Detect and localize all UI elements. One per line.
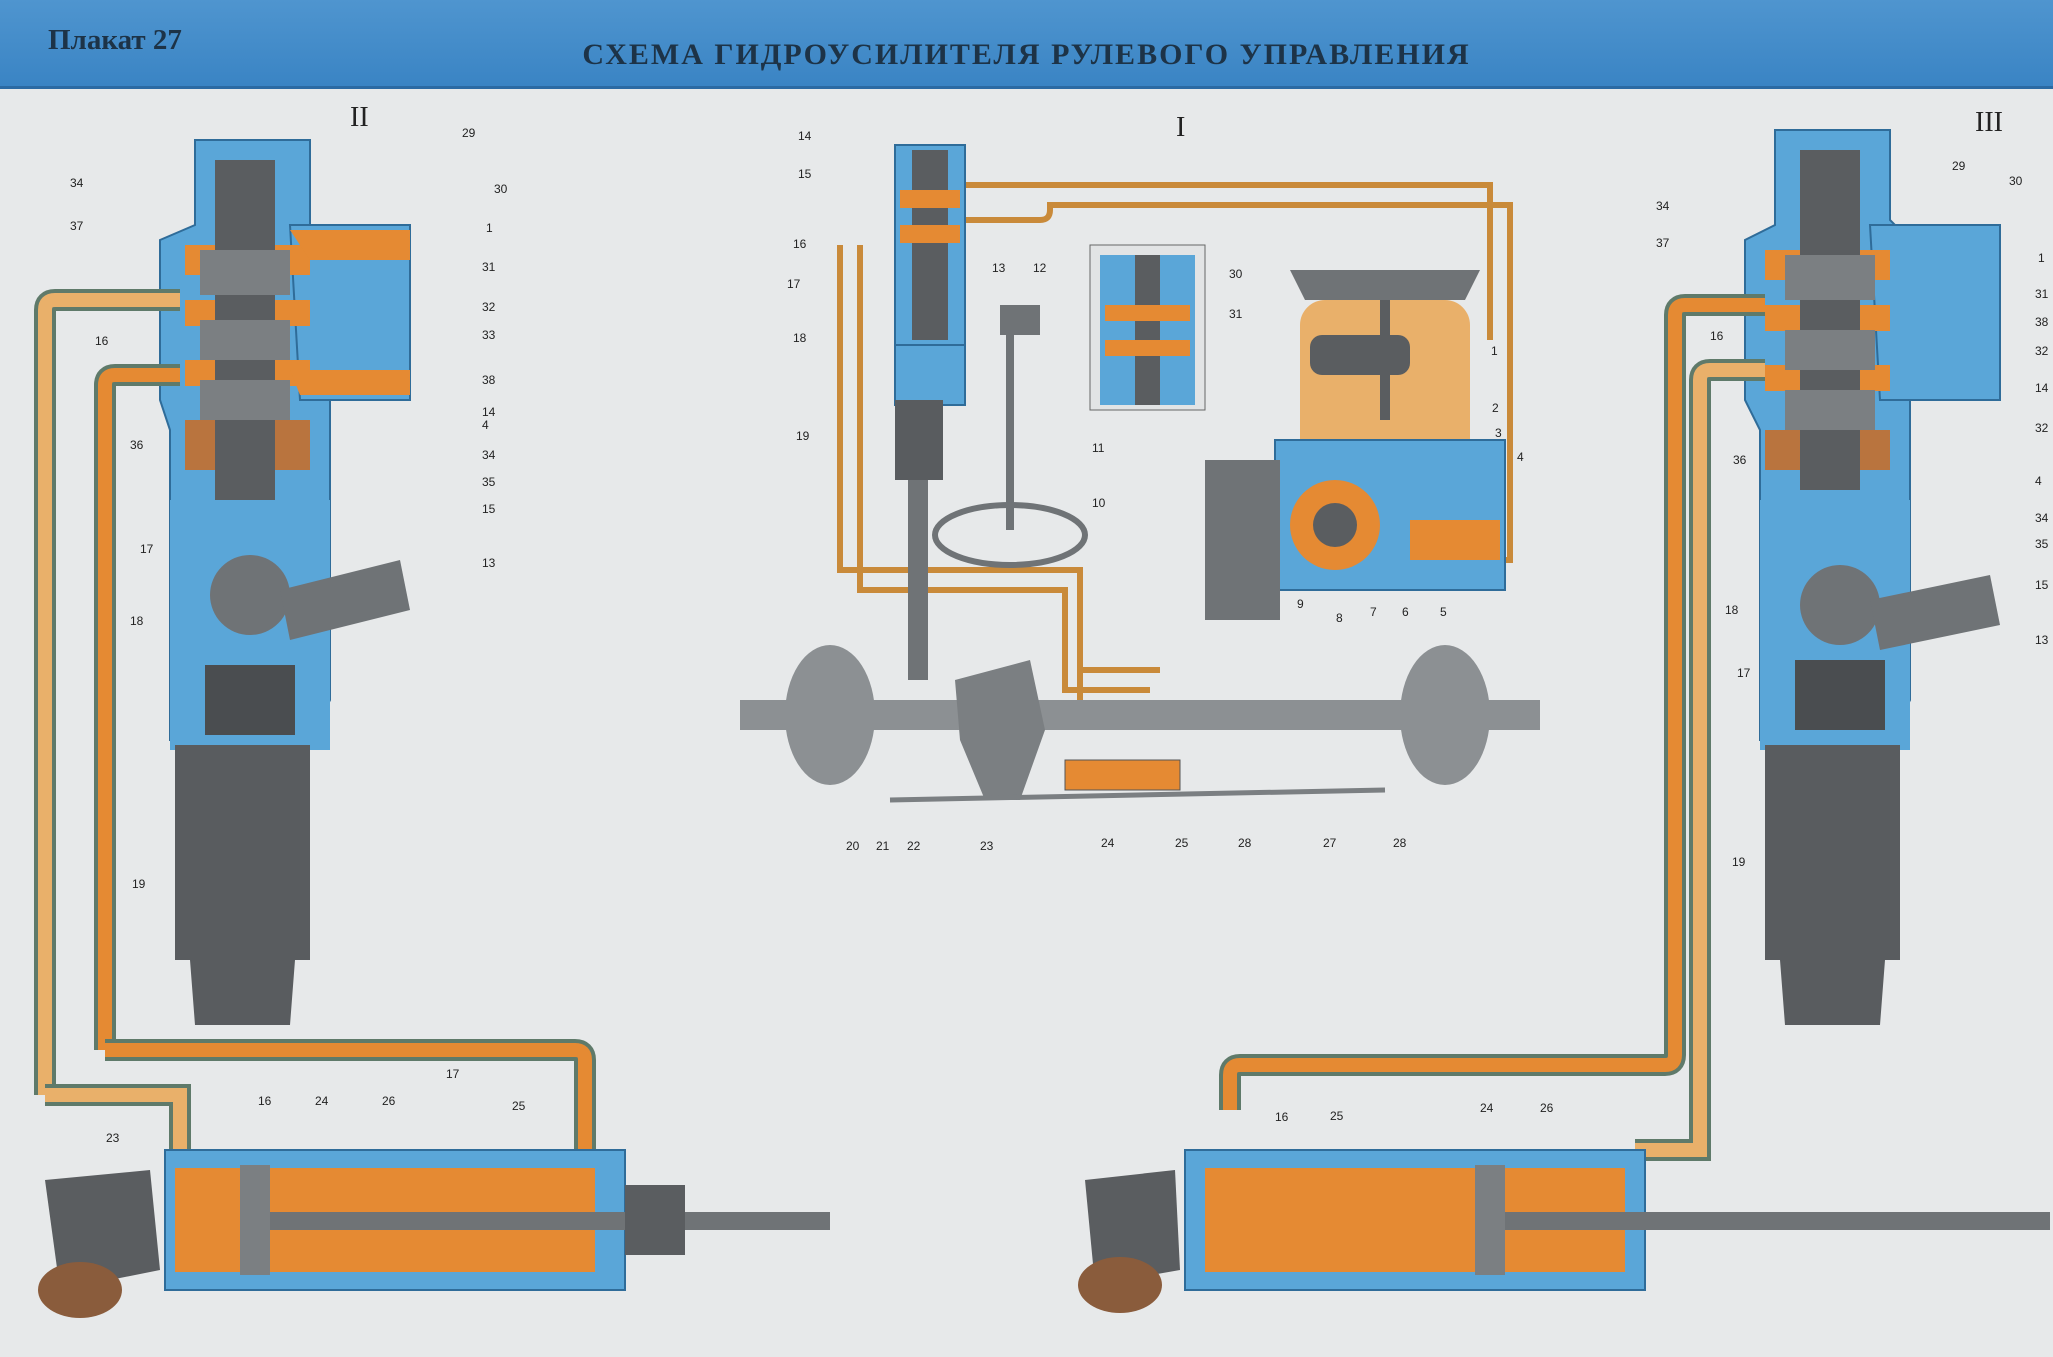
callout-center-4: 4 [1517, 450, 1524, 464]
callout-center-13: 13 [992, 261, 1006, 275]
callout-right-24: 24 [1480, 1101, 1494, 1115]
callout-center-6: 6 [1402, 605, 1409, 619]
center-pump-reservoir [1205, 270, 1506, 620]
center-steering-column [894, 144, 1088, 680]
callout-center-9: 9 [1297, 597, 1304, 611]
section-label-left: II [350, 102, 369, 133]
callout-left-32: 32 [482, 300, 496, 314]
callout-right-1: 1 [2038, 251, 2045, 265]
callout-right-16: 16 [1710, 329, 1724, 343]
callout-right-32: 32 [2035, 344, 2049, 358]
callout-right-31: 31 [2035, 287, 2049, 301]
callout-left-33: 33 [482, 328, 496, 342]
callout-center-18: 18 [793, 331, 807, 345]
callout-right-14: 14 [2035, 381, 2049, 395]
callout-center-24: 24 [1101, 836, 1115, 850]
right-steering-valve-assembly [1744, 129, 2001, 1025]
callout-right-38: 38 [2035, 315, 2049, 329]
poster-number: Плакат 27 [48, 24, 182, 56]
callout-left-19: 19 [132, 877, 146, 891]
callout-left-16: 16 [258, 1094, 272, 1108]
callout-right-29: 29 [1952, 159, 1966, 173]
callout-center-23: 23 [980, 839, 994, 853]
callout-right-13: 13 [2035, 633, 2049, 647]
callout-right-26: 26 [1540, 1101, 1554, 1115]
callout-center-31: 31 [1229, 307, 1243, 321]
callout-center-11: 11 [1092, 441, 1105, 455]
callout-center-8: 8 [1336, 611, 1343, 625]
callout-center-22: 22 [907, 839, 921, 853]
callout-left-25: 25 [512, 1099, 526, 1113]
callout-left-35: 35 [482, 475, 496, 489]
callout-center-17: 17 [787, 277, 801, 291]
callout-left-30: 30 [494, 182, 508, 196]
title-banner [0, 0, 2053, 89]
callout-left-16: 16 [95, 334, 109, 348]
callout-right-34: 34 [2035, 511, 2049, 525]
callout-right-32: 32 [2035, 421, 2049, 435]
callout-center-27: 27 [1323, 836, 1337, 850]
callout-left-1: 1 [486, 221, 493, 235]
callout-left-23: 23 [106, 1131, 120, 1145]
callout-center-3: 3 [1495, 426, 1502, 440]
callout-left-13: 13 [482, 556, 496, 570]
callout-center-2: 2 [1492, 401, 1499, 415]
callout-right-35: 35 [2035, 537, 2049, 551]
callout-center-16: 16 [793, 237, 807, 251]
center-valve-inset [1089, 244, 1206, 411]
callout-center-28: 28 [1238, 836, 1252, 850]
section-label-center: I [1176, 112, 1186, 143]
callout-center-21: 21 [876, 839, 890, 853]
callout-right-36: 36 [1733, 453, 1747, 467]
callout-right-16: 16 [1275, 1110, 1289, 1124]
callout-left-18: 18 [130, 614, 144, 628]
callout-right-18: 18 [1725, 603, 1739, 617]
callout-left-26: 26 [382, 1094, 396, 1108]
callout-left-24: 24 [315, 1094, 329, 1108]
callout-right-34: 34 [1656, 199, 1670, 213]
callout-center-1: 1 [1491, 344, 1498, 358]
left-steering-valve-assembly [159, 139, 411, 1025]
section-label-right: III [1975, 107, 2003, 138]
center-hydraulic-lines [837, 182, 1513, 730]
callout-right-17: 17 [1737, 666, 1751, 680]
right-oil-lines [1219, 294, 1765, 1161]
poster-title: СХЕМА ГИДРОУСИЛИТЕЛЯ РУЛЕВОГО УПРАВЛЕНИЯ [582, 38, 1471, 71]
callout-right-19: 19 [1732, 855, 1746, 869]
right-power-cylinder [1078, 1149, 2050, 1313]
callout-right-4: 4 [2035, 474, 2042, 488]
callout-left-34: 34 [70, 176, 84, 190]
callout-left-14: 14 [482, 405, 496, 419]
callout-right-30: 30 [2009, 174, 2023, 188]
center-front-axle [740, 645, 1540, 803]
callout-left-34: 34 [482, 448, 496, 462]
callout-center-25: 25 [1175, 836, 1189, 850]
callout-center-30: 30 [1229, 267, 1243, 281]
callout-left-15: 15 [482, 502, 496, 516]
callout-center-7: 7 [1370, 605, 1377, 619]
callout-left-38: 38 [482, 373, 496, 387]
callout-left-37: 37 [70, 219, 84, 233]
callout-left-31: 31 [482, 260, 496, 274]
callout-left-17: 17 [446, 1067, 460, 1081]
callout-left-36: 36 [130, 438, 144, 452]
left-power-cylinder [38, 1149, 830, 1318]
callout-right-25: 25 [1330, 1109, 1344, 1123]
callout-right-37: 37 [1656, 236, 1670, 250]
callout-center-20: 20 [846, 839, 860, 853]
callout-left-4: 4 [482, 418, 489, 432]
callout-center-10: 10 [1092, 496, 1106, 510]
callout-center-12: 12 [1033, 261, 1047, 275]
callout-center-15: 15 [798, 167, 812, 181]
callout-center-28: 28 [1393, 836, 1407, 850]
callout-right-15: 15 [2035, 578, 2049, 592]
callout-center-5: 5 [1440, 605, 1447, 619]
callout-left-29: 29 [462, 126, 476, 140]
callout-left-17: 17 [140, 542, 154, 556]
callout-center-14: 14 [798, 129, 812, 143]
left-oil-lines [34, 289, 596, 1160]
callout-center-19: 19 [796, 429, 810, 443]
